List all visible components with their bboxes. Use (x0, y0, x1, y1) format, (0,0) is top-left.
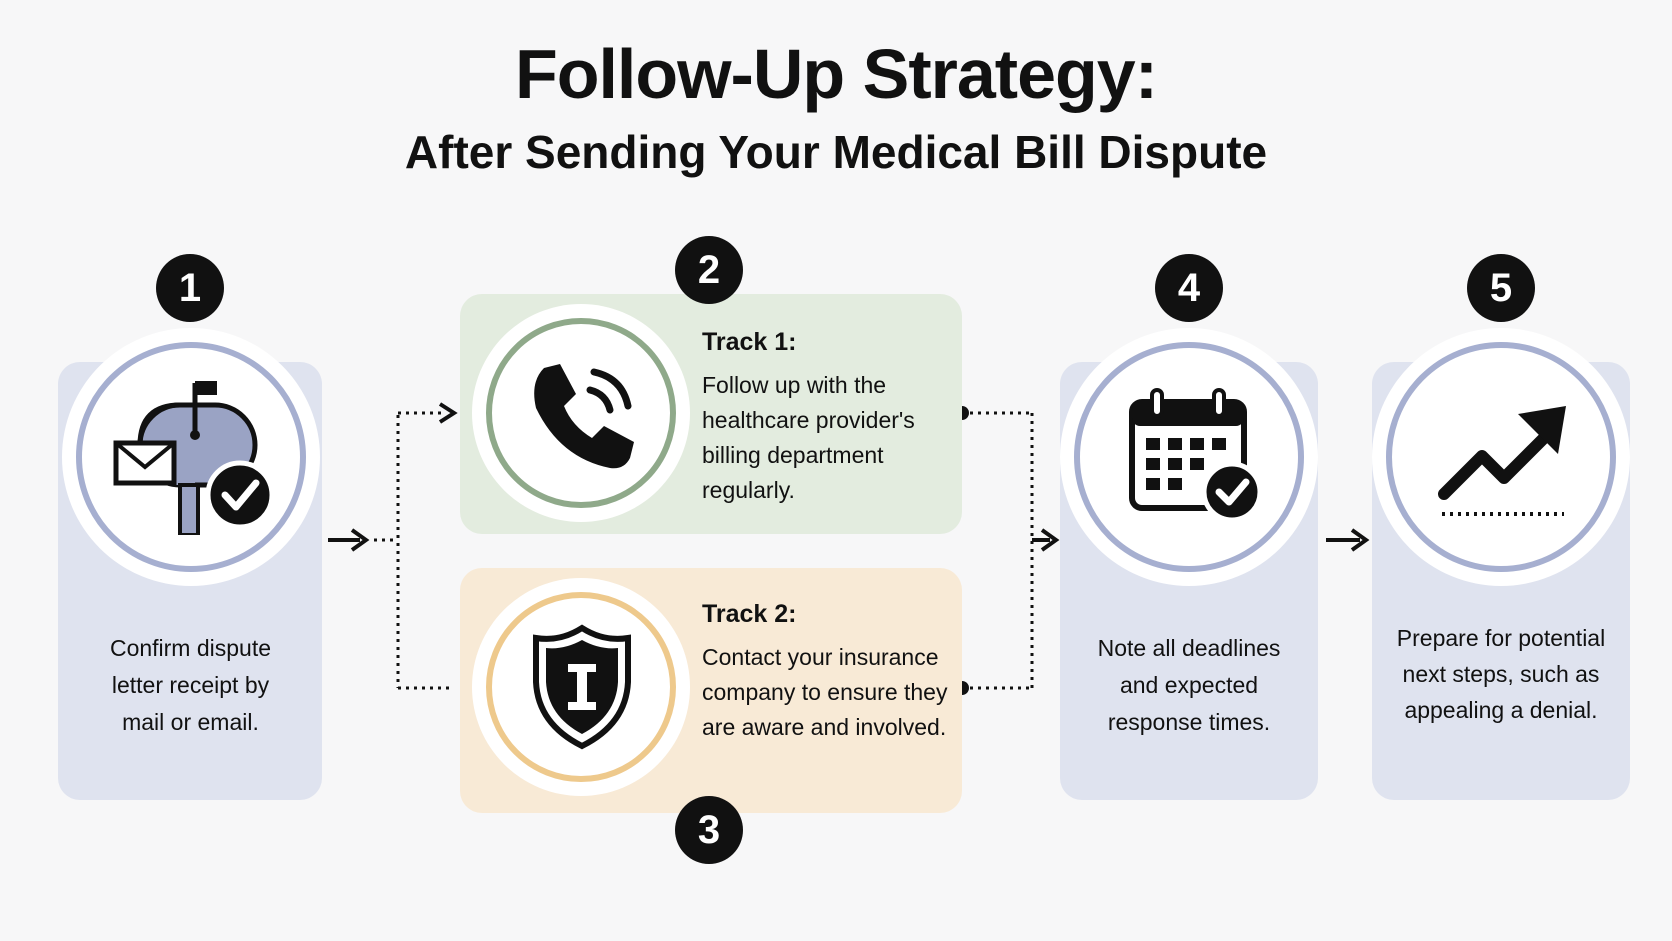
calendar-check-icon (1129, 388, 1263, 523)
step-3-number: 3 (675, 796, 743, 864)
trend-up-icon (1438, 406, 1566, 516)
step-5-text: Prepare for potential next steps, such a… (1396, 625, 1606, 723)
track-1-circle (486, 318, 676, 508)
step-5-circle (1386, 342, 1616, 572)
track-2-text: Contact your insurance company to ensure… (702, 644, 948, 740)
phone-icon (534, 364, 634, 469)
step-2-number: 2 (675, 236, 743, 304)
step-1-number: 1 (156, 254, 224, 322)
step-1-text: Confirm dispute letter receipt by mail o… (109, 635, 272, 735)
step-4-number: 4 (1155, 254, 1223, 322)
shield-icon (533, 624, 631, 750)
track-1-title: Track 1: (702, 328, 797, 356)
track-1-text: Follow up with the healthcare provider's… (702, 372, 915, 503)
step-4-text: Note all deadlines and expected response… (1097, 635, 1281, 735)
mailbox-check-icon (113, 381, 275, 535)
step-5-number: 5 (1467, 254, 1535, 322)
page-subtitle: After Sending Your Medical Bill Dispute (404, 126, 1268, 178)
page-title: Follow-Up Strategy: (514, 35, 1158, 113)
track-2-title: Track 2: (702, 600, 797, 628)
